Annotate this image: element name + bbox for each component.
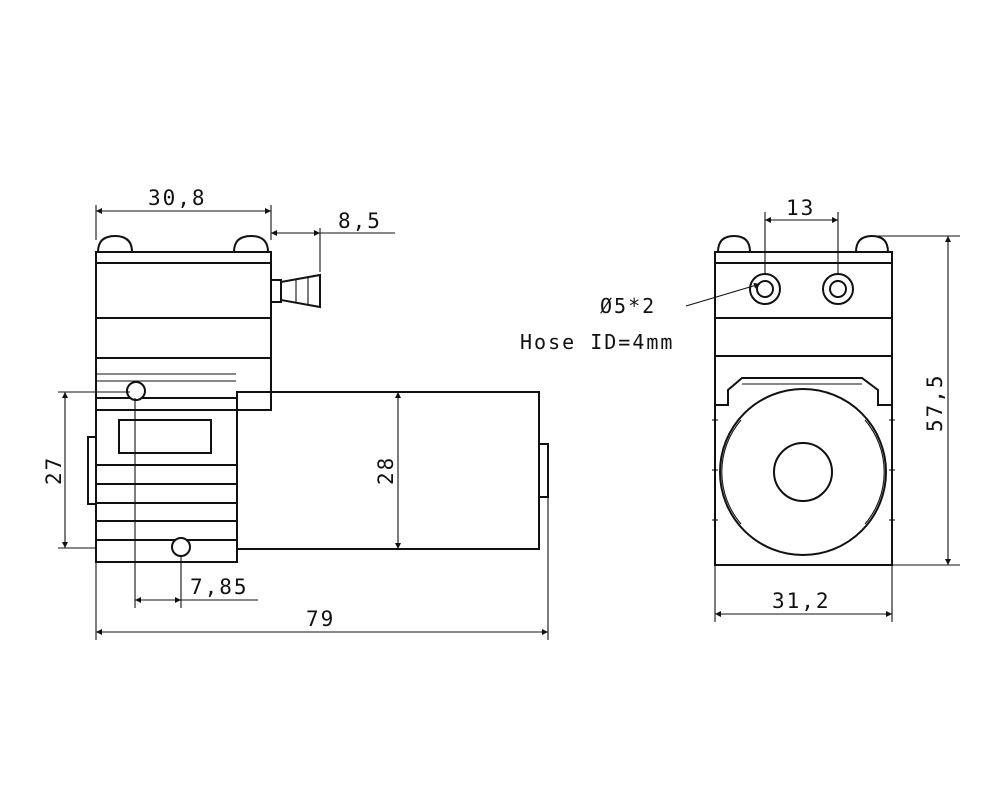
dim-motor-diameter: 28 [374, 456, 398, 485]
mounting-hole-top [126, 381, 146, 401]
port-right [822, 273, 854, 305]
motor-face [719, 388, 887, 556]
dim-total-length: 79 [306, 607, 335, 631]
hose-spec-note: Hose ID=4mm [520, 330, 674, 354]
screw-head-left [96, 234, 134, 254]
port-left [749, 273, 781, 305]
dim-front-width: 31,2 [772, 589, 831, 613]
dim-port-spacing: 13 [786, 196, 815, 220]
mounting-hole-bottom [171, 537, 191, 557]
dim-total-height: 57,5 [923, 373, 947, 432]
port-spec-note: Ø5*2 [600, 294, 656, 318]
front-view [712, 234, 895, 566]
left-bracket [87, 436, 97, 505]
motor-boss [773, 442, 833, 502]
dim-nozzle-length: 8,5 [338, 209, 382, 233]
dim-top-width: 30,8 [148, 186, 207, 210]
screw-head-right [232, 234, 270, 254]
front-screw-head-left [716, 234, 752, 254]
label-window [118, 419, 212, 454]
pump-head [95, 251, 272, 411]
hose-nozzle [270, 273, 321, 309]
front-housing [714, 355, 893, 566]
side-view-dimensions: 30,8 8,5 27 28 7,85 79 [42, 186, 549, 640]
motor-end-cap [538, 443, 549, 498]
front-head [714, 251, 893, 357]
front-screw-head-right [854, 234, 890, 254]
dim-body-height: 27 [42, 456, 66, 485]
side-view [87, 234, 549, 563]
dim-hole-offset: 7,85 [190, 575, 249, 599]
pump-body [95, 397, 238, 563]
front-view-dimensions: 13 57,5 31,2 Ø5*2 Hose ID=4mm [520, 196, 960, 622]
